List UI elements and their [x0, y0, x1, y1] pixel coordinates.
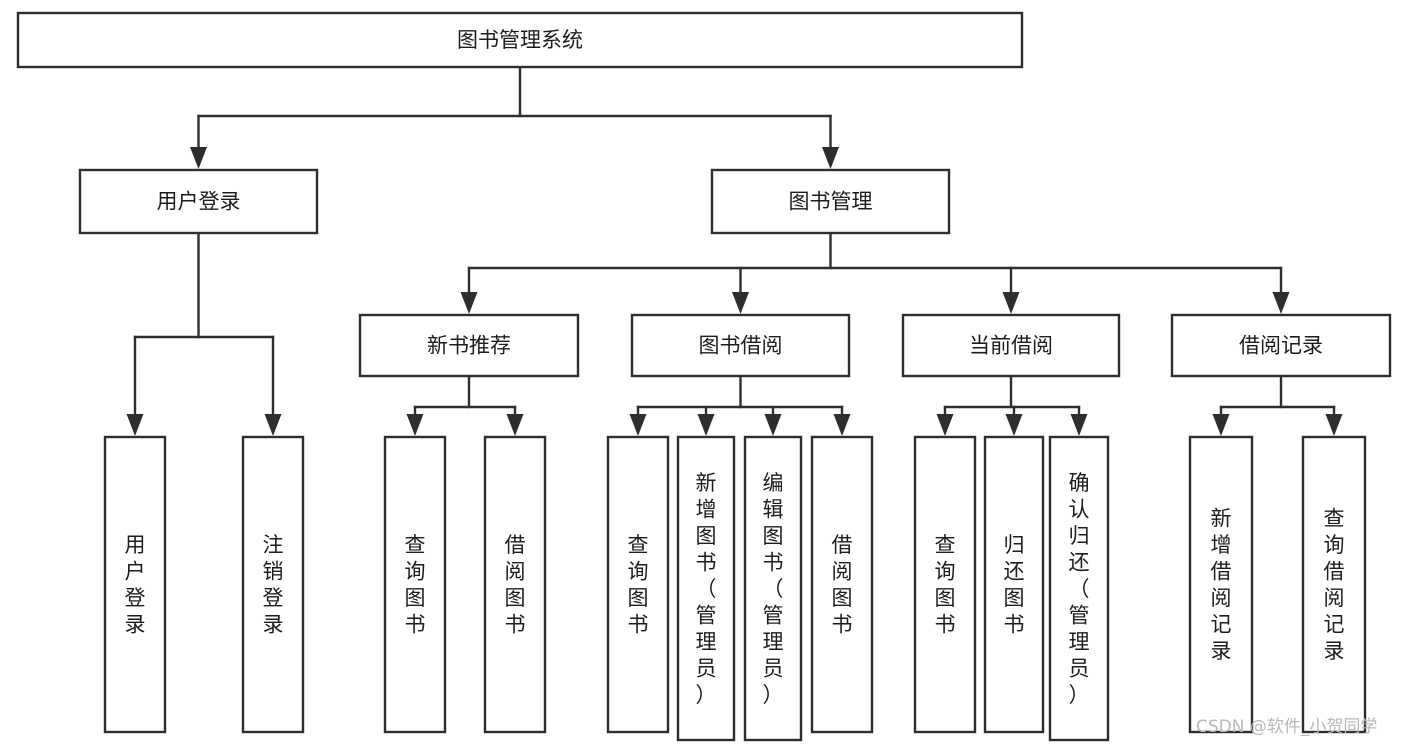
arrowhead-icon — [1272, 292, 1290, 314]
connector-group-l1b — [460, 231, 1290, 314]
node-label: 查询借阅记录 — [1324, 507, 1345, 664]
node-n6[interactable]: 新增图书（管理员） — [676, 435, 736, 742]
node-label: 查询图书 — [628, 533, 649, 637]
node-label: 用户登录 — [157, 190, 241, 214]
arrowhead-icon — [126, 414, 144, 436]
arrowhead-icon — [764, 414, 782, 436]
node-n12[interactable]: 新增借阅记录 — [1188, 435, 1254, 734]
node-box[interactable] — [676, 435, 736, 742]
node-label: 当前借阅 — [969, 334, 1053, 358]
node-box[interactable] — [16, 11, 1024, 69]
arrowhead-icon — [264, 414, 282, 436]
node-box[interactable] — [358, 313, 580, 378]
node-l2d[interactable]: 借阅记录 — [1170, 313, 1392, 378]
arrowhead-icon — [406, 414, 424, 436]
node-box[interactable] — [810, 435, 874, 734]
node-n9[interactable]: 查询图书 — [913, 435, 977, 734]
node-l2c[interactable]: 当前借阅 — [901, 313, 1121, 378]
node-label: 确认归还（管理员） — [1069, 471, 1090, 707]
arrowhead-icon — [833, 414, 851, 436]
node-n5[interactable]: 查询图书 — [606, 435, 670, 734]
arrowhead-icon — [1005, 414, 1023, 436]
connector-group-root — [190, 65, 839, 169]
node-n11[interactable]: 确认归还（管理员） — [1048, 435, 1110, 742]
node-label: 用户登录 — [125, 533, 146, 637]
node-n7[interactable]: 编辑图书（管理员） — [743, 435, 803, 742]
arrowhead-icon — [936, 414, 954, 436]
node-box[interactable] — [1188, 435, 1254, 734]
arrowhead-icon — [1002, 292, 1020, 314]
node-label: 借阅记录 — [1239, 334, 1323, 358]
node-box[interactable] — [1170, 313, 1392, 378]
node-label: 注销登录 — [263, 533, 284, 637]
connector-group-l2a — [406, 374, 524, 436]
node-box[interactable] — [78, 168, 319, 235]
node-box[interactable] — [901, 313, 1121, 378]
connector-group-l2b — [629, 374, 851, 436]
node-n10[interactable]: 归还图书 — [983, 435, 1045, 734]
node-label: 图书管理 — [789, 190, 873, 214]
node-n1[interactable]: 用户登录 — [103, 435, 167, 734]
node-box[interactable] — [1048, 435, 1110, 742]
node-label: 图书借阅 — [699, 334, 783, 358]
node-l2a[interactable]: 新书推荐 — [358, 313, 580, 378]
node-box[interactable] — [743, 435, 803, 742]
node-box[interactable] — [606, 435, 670, 734]
arrowhead-icon — [1070, 414, 1088, 436]
node-n13[interactable]: 查询借阅记录 — [1301, 435, 1367, 734]
node-box[interactable] — [913, 435, 977, 734]
arrowhead-icon — [190, 147, 207, 169]
node-l1b[interactable]: 图书管理 — [710, 168, 951, 235]
node-label: 借阅图书 — [832, 533, 853, 637]
node-label: 查询图书 — [935, 533, 956, 637]
node-label: 借阅图书 — [505, 533, 526, 637]
node-box[interactable] — [983, 435, 1045, 734]
node-layer: 图书管理系统用户登录图书管理新书推荐图书借阅当前借阅借阅记录用户登录注销登录查询… — [16, 11, 1392, 742]
connector-group-l1a — [126, 231, 282, 436]
node-l2b[interactable]: 图书借阅 — [630, 313, 851, 378]
node-n4[interactable]: 借阅图书 — [483, 435, 547, 734]
arrowhead-icon — [460, 292, 478, 314]
node-box[interactable] — [103, 435, 167, 734]
node-label: 归还图书 — [1004, 533, 1025, 637]
arrowhead-icon — [1325, 414, 1343, 436]
arrowhead-icon — [822, 147, 839, 169]
node-label: 查询图书 — [405, 533, 426, 637]
node-label: 新增图书（管理员） — [696, 471, 717, 707]
node-l1a[interactable]: 用户登录 — [78, 168, 319, 235]
node-box[interactable] — [630, 313, 851, 378]
node-n2[interactable]: 注销登录 — [241, 435, 305, 734]
node-label: 新书推荐 — [427, 334, 511, 358]
node-label: 新增借阅记录 — [1211, 507, 1232, 664]
connector-layer — [126, 65, 1343, 436]
node-label: 编辑图书（管理员） — [763, 471, 784, 707]
csdn-watermark: CSDN @软件_小贺同学 — [1196, 717, 1377, 737]
node-box[interactable] — [383, 435, 447, 734]
connector-group-l2c — [936, 374, 1088, 436]
connector-group-l2d — [1212, 374, 1343, 436]
node-box[interactable] — [1301, 435, 1367, 734]
arrowhead-icon — [629, 414, 647, 436]
node-n8[interactable]: 借阅图书 — [810, 435, 874, 734]
arrowhead-icon — [697, 414, 715, 436]
arrowhead-icon — [1212, 414, 1230, 436]
node-root[interactable]: 图书管理系统 — [16, 11, 1024, 69]
node-n3[interactable]: 查询图书 — [383, 435, 447, 734]
node-label: 图书管理系统 — [457, 28, 583, 52]
arrowhead-icon — [506, 414, 524, 436]
arrowhead-icon — [732, 292, 749, 314]
node-box[interactable] — [241, 435, 305, 734]
node-box[interactable] — [710, 168, 951, 235]
node-box[interactable] — [483, 435, 547, 734]
